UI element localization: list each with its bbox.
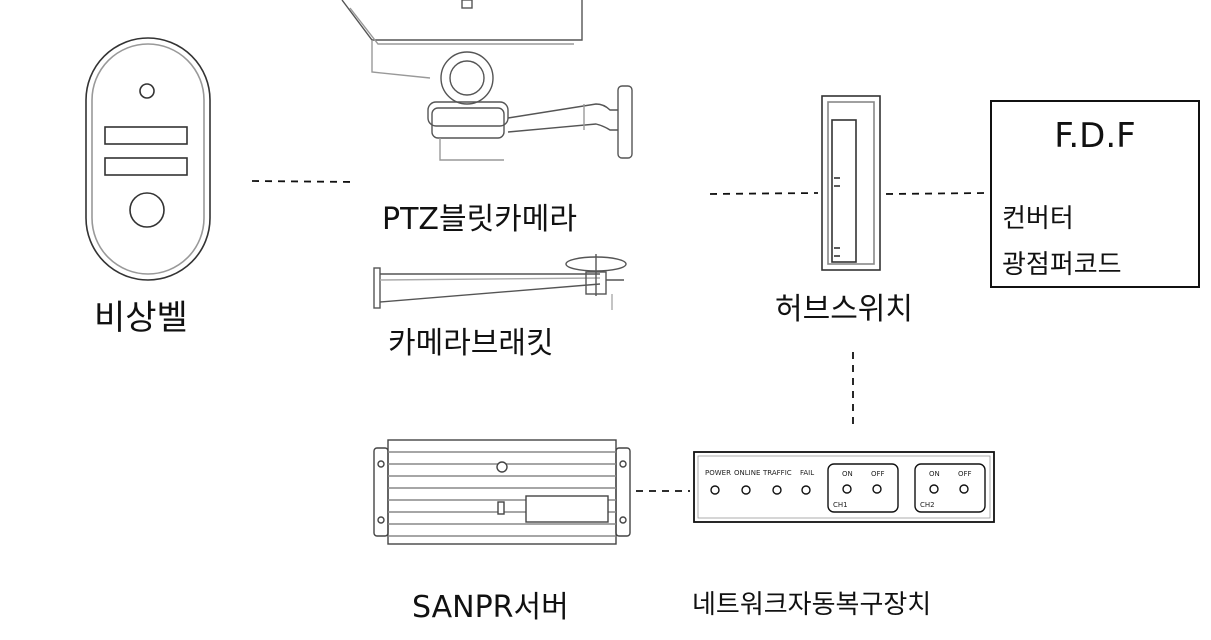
traffic-led <box>772 485 782 495</box>
online-led <box>741 485 751 495</box>
hub-switch-device <box>821 95 881 271</box>
ch2-on-label: ON <box>929 470 940 478</box>
ch1-on-led <box>842 484 852 494</box>
ch2-label: CH2 <box>920 501 935 509</box>
ch1-off-led <box>872 484 882 494</box>
auto-recovery-device: POWER ONLINE TRAFFIC FAIL ON OFF CH1 ON … <box>693 451 995 523</box>
indicator-label-fail: FAIL <box>800 469 814 477</box>
connector-camera-hub <box>709 192 819 195</box>
fdf-jumper-cord-label: 광점퍼코드 <box>1002 250 1122 280</box>
indicator-label-power: POWER <box>705 469 731 477</box>
connector-hub-fdf <box>885 192 987 195</box>
emergency-bell-device <box>85 37 211 281</box>
indicator-label-online: ONLINE <box>734 469 760 477</box>
fdf-title: F.D.F <box>1054 116 1136 156</box>
ch2-off-led <box>959 484 969 494</box>
indicator-label-traffic: TRAFFIC <box>762 469 792 477</box>
fdf-box: F.D.F 컨버터 광점퍼코드 <box>990 100 1200 288</box>
ch1-label: CH1 <box>833 501 848 509</box>
hub-switch-label: 허브스위치 <box>775 292 913 327</box>
emergency-bell-label: 비상벨 <box>94 298 188 338</box>
fdf-converter-label: 컨버터 <box>1002 204 1074 234</box>
ch2-off-label: OFF <box>958 470 972 478</box>
sanpr-server-device <box>373 439 631 545</box>
camera-bracket-device <box>373 254 627 310</box>
camera-bracket-label: 카메라브래킷 <box>388 326 554 361</box>
connector-bell-camera <box>251 180 355 183</box>
ch2-group <box>914 463 986 513</box>
ch1-group <box>827 463 899 513</box>
ch1-off-label: OFF <box>871 470 885 478</box>
auto-recovery-label: 네트워크자동복구장치 <box>692 590 932 620</box>
ch1-on-label: ON <box>842 470 853 478</box>
ptz-camera-label: PTZ블릿카메라 <box>382 202 577 237</box>
ptz-camera-device <box>341 0 633 161</box>
ch2-on-led <box>929 484 939 494</box>
power-led <box>710 485 720 495</box>
fail-led <box>801 485 811 495</box>
server-label: SANPR서버 <box>412 590 569 625</box>
